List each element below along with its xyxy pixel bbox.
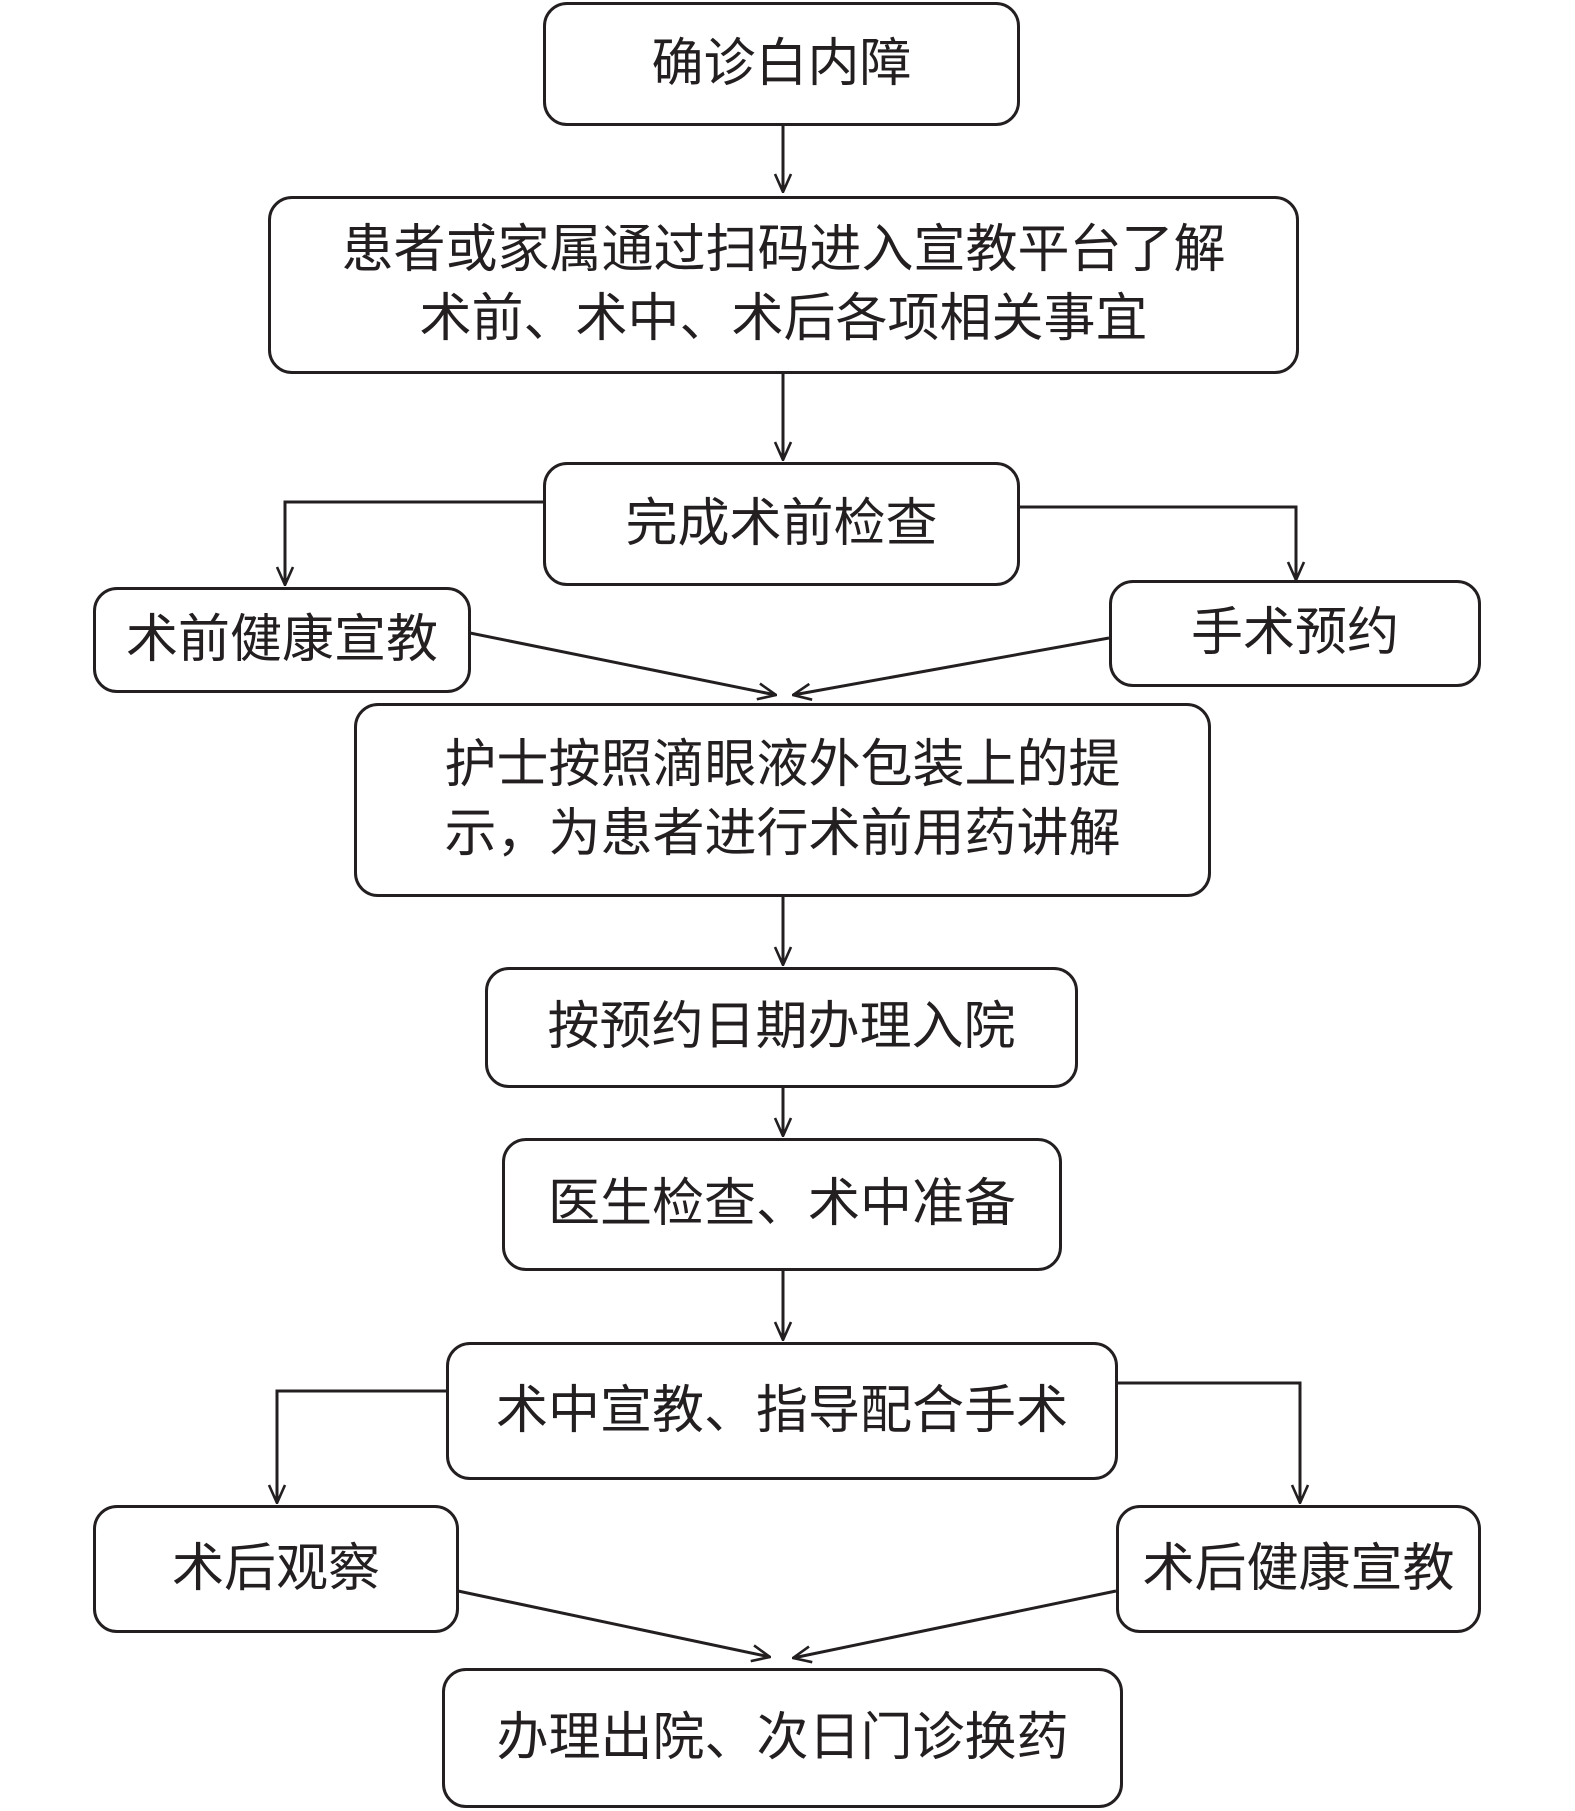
node-intraop-edu-label: 术中宣教、指导配合手术	[495, 1380, 1068, 1441]
node-postop-observe-label: 术后观察	[171, 1538, 380, 1599]
node-intraop-edu: 术中宣教、指导配合手术	[446, 1342, 1118, 1480]
node-admission-label: 按预约日期办理入院	[547, 997, 1016, 1058]
arrow-preop-check-to-preop-edu	[285, 500, 543, 585]
node-doctor-check: 医生检查、术中准备	[502, 1138, 1062, 1271]
node-preop-edu: 术前健康宣教	[93, 587, 471, 693]
node-admission: 按预约日期办理入院	[485, 967, 1078, 1088]
node-booking-label: 手术预约	[1190, 603, 1399, 664]
node-discharge: 办理出院、次日门诊换药	[442, 1668, 1123, 1808]
arrow-postop-edu-to-discharge	[793, 1589, 1117, 1658]
node-preop-edu-label: 术前健康宣教	[125, 609, 438, 670]
arrow-preop-check-to-booking	[1019, 505, 1296, 580]
node-postop-edu: 术后健康宣教	[1116, 1505, 1481, 1633]
node-discharge-label: 办理出院、次日门诊换药	[496, 1707, 1069, 1768]
arrow-postop-observe-to-discharge	[457, 1589, 770, 1657]
arrow-booking-to-nurse-explain	[793, 636, 1110, 695]
arrow-preop-edu-to-nurse-explain	[469, 631, 776, 695]
node-preop-check: 完成术前检查	[543, 462, 1020, 586]
node-nurse-explain: 护士按照滴眼液外包装上的提 示，为患者进行术前用药讲解	[354, 703, 1211, 897]
node-postop-observe: 术后观察	[93, 1505, 459, 1633]
arrow-intraop-edu-to-postop-edu	[1117, 1381, 1300, 1503]
node-confirm-label: 确诊白内障	[651, 33, 912, 94]
node-scan: 患者或家属通过扫码进入宣教平台了解 术前、术中、术后各项相关事宜	[268, 196, 1299, 374]
node-nurse-explain-label: 护士按照滴眼液外包装上的提 示，为患者进行术前用药讲解	[444, 735, 1121, 864]
node-confirm: 确诊白内障	[543, 2, 1020, 126]
node-preop-check-label: 完成术前检查	[625, 493, 938, 554]
node-doctor-check-label: 医生检查、术中准备	[547, 1174, 1016, 1235]
node-postop-edu-label: 术后健康宣教	[1142, 1538, 1455, 1599]
node-scan-label: 患者或家属通过扫码进入宣教平台了解 术前、术中、术后各项相关事宜	[341, 220, 1226, 349]
arrow-intraop-edu-to-postop-observe	[277, 1389, 446, 1503]
node-booking: 手术预约	[1109, 580, 1481, 687]
